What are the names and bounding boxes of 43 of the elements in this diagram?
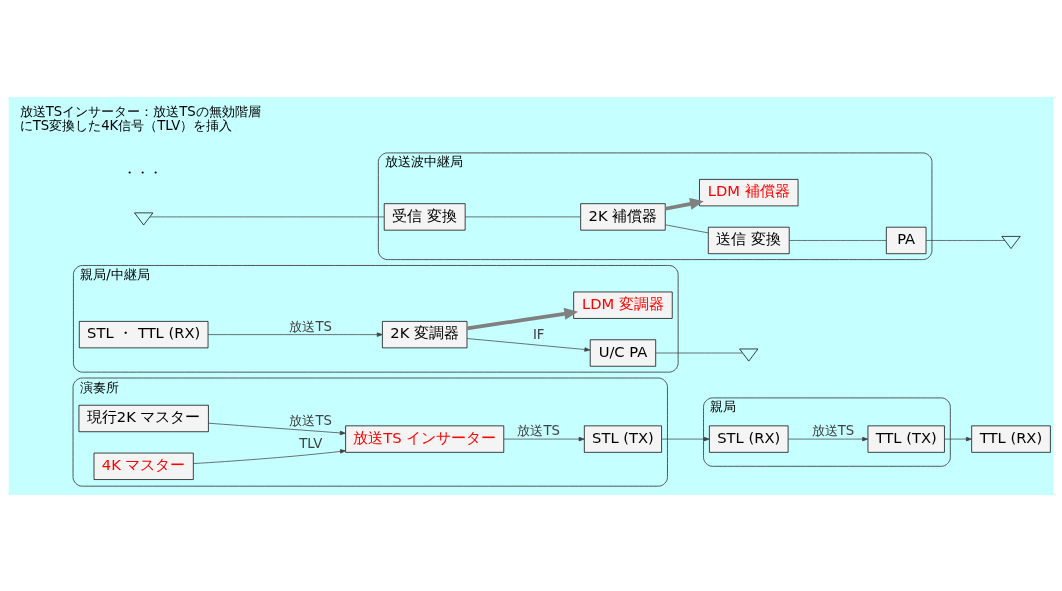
node-box: LDM 補償器	[699, 178, 799, 206]
node-antenna	[134, 212, 154, 225]
arrow	[661, 436, 710, 441]
edge-label: IF	[532, 326, 545, 342]
node-box: TTL (RX)	[971, 425, 1051, 453]
node-antenna	[1001, 235, 1021, 249]
arrow	[787, 436, 869, 441]
connector	[464, 216, 581, 217]
edge-label: TLV	[299, 435, 323, 451]
arrow	[665, 197, 704, 211]
connector	[925, 239, 1006, 241]
label: ・・・	[123, 164, 163, 180]
connector	[665, 223, 709, 233]
node-box: 現行2K マスター	[78, 404, 209, 432]
edge-label: 放送TS	[811, 422, 855, 438]
node-box: PA	[885, 226, 927, 254]
node-box: U/C PA	[589, 338, 657, 367]
edge-label: 放送TS	[289, 318, 332, 333]
node-box: 4K マスター	[93, 452, 194, 480]
arrow	[207, 331, 383, 337]
node-box: 2K 補償器	[580, 202, 666, 231]
connector	[149, 216, 385, 217]
arrow	[193, 448, 346, 464]
node-box: 受信 変換	[383, 202, 466, 231]
node-box: STL (RX)	[709, 425, 789, 453]
node-box: 放送TS インサーター	[345, 425, 505, 453]
arrow	[466, 337, 591, 352]
edge-label: 放送TS	[517, 422, 560, 438]
node-box: STL (TX)	[583, 425, 662, 453]
node-box: 送信 変換	[707, 226, 790, 254]
arrow	[944, 436, 972, 441]
connector	[655, 352, 743, 353]
node-box: 2K 変調器	[382, 320, 468, 348]
arrow	[466, 307, 579, 330]
connector	[788, 239, 887, 241]
node-box: LDM 変調器	[573, 291, 673, 319]
node-antenna	[739, 348, 759, 361]
arrow	[208, 422, 346, 435]
edge-label: 放送TS	[289, 412, 332, 428]
node-box: STL ・ TTL (RX)	[78, 320, 209, 348]
node-box: TTL (TX)	[867, 425, 945, 453]
arrow	[503, 436, 585, 441]
label: 放送TSインサーター：放送TSの無効階層にTS変換した4K信号（TLV）を挿入	[19, 103, 261, 133]
